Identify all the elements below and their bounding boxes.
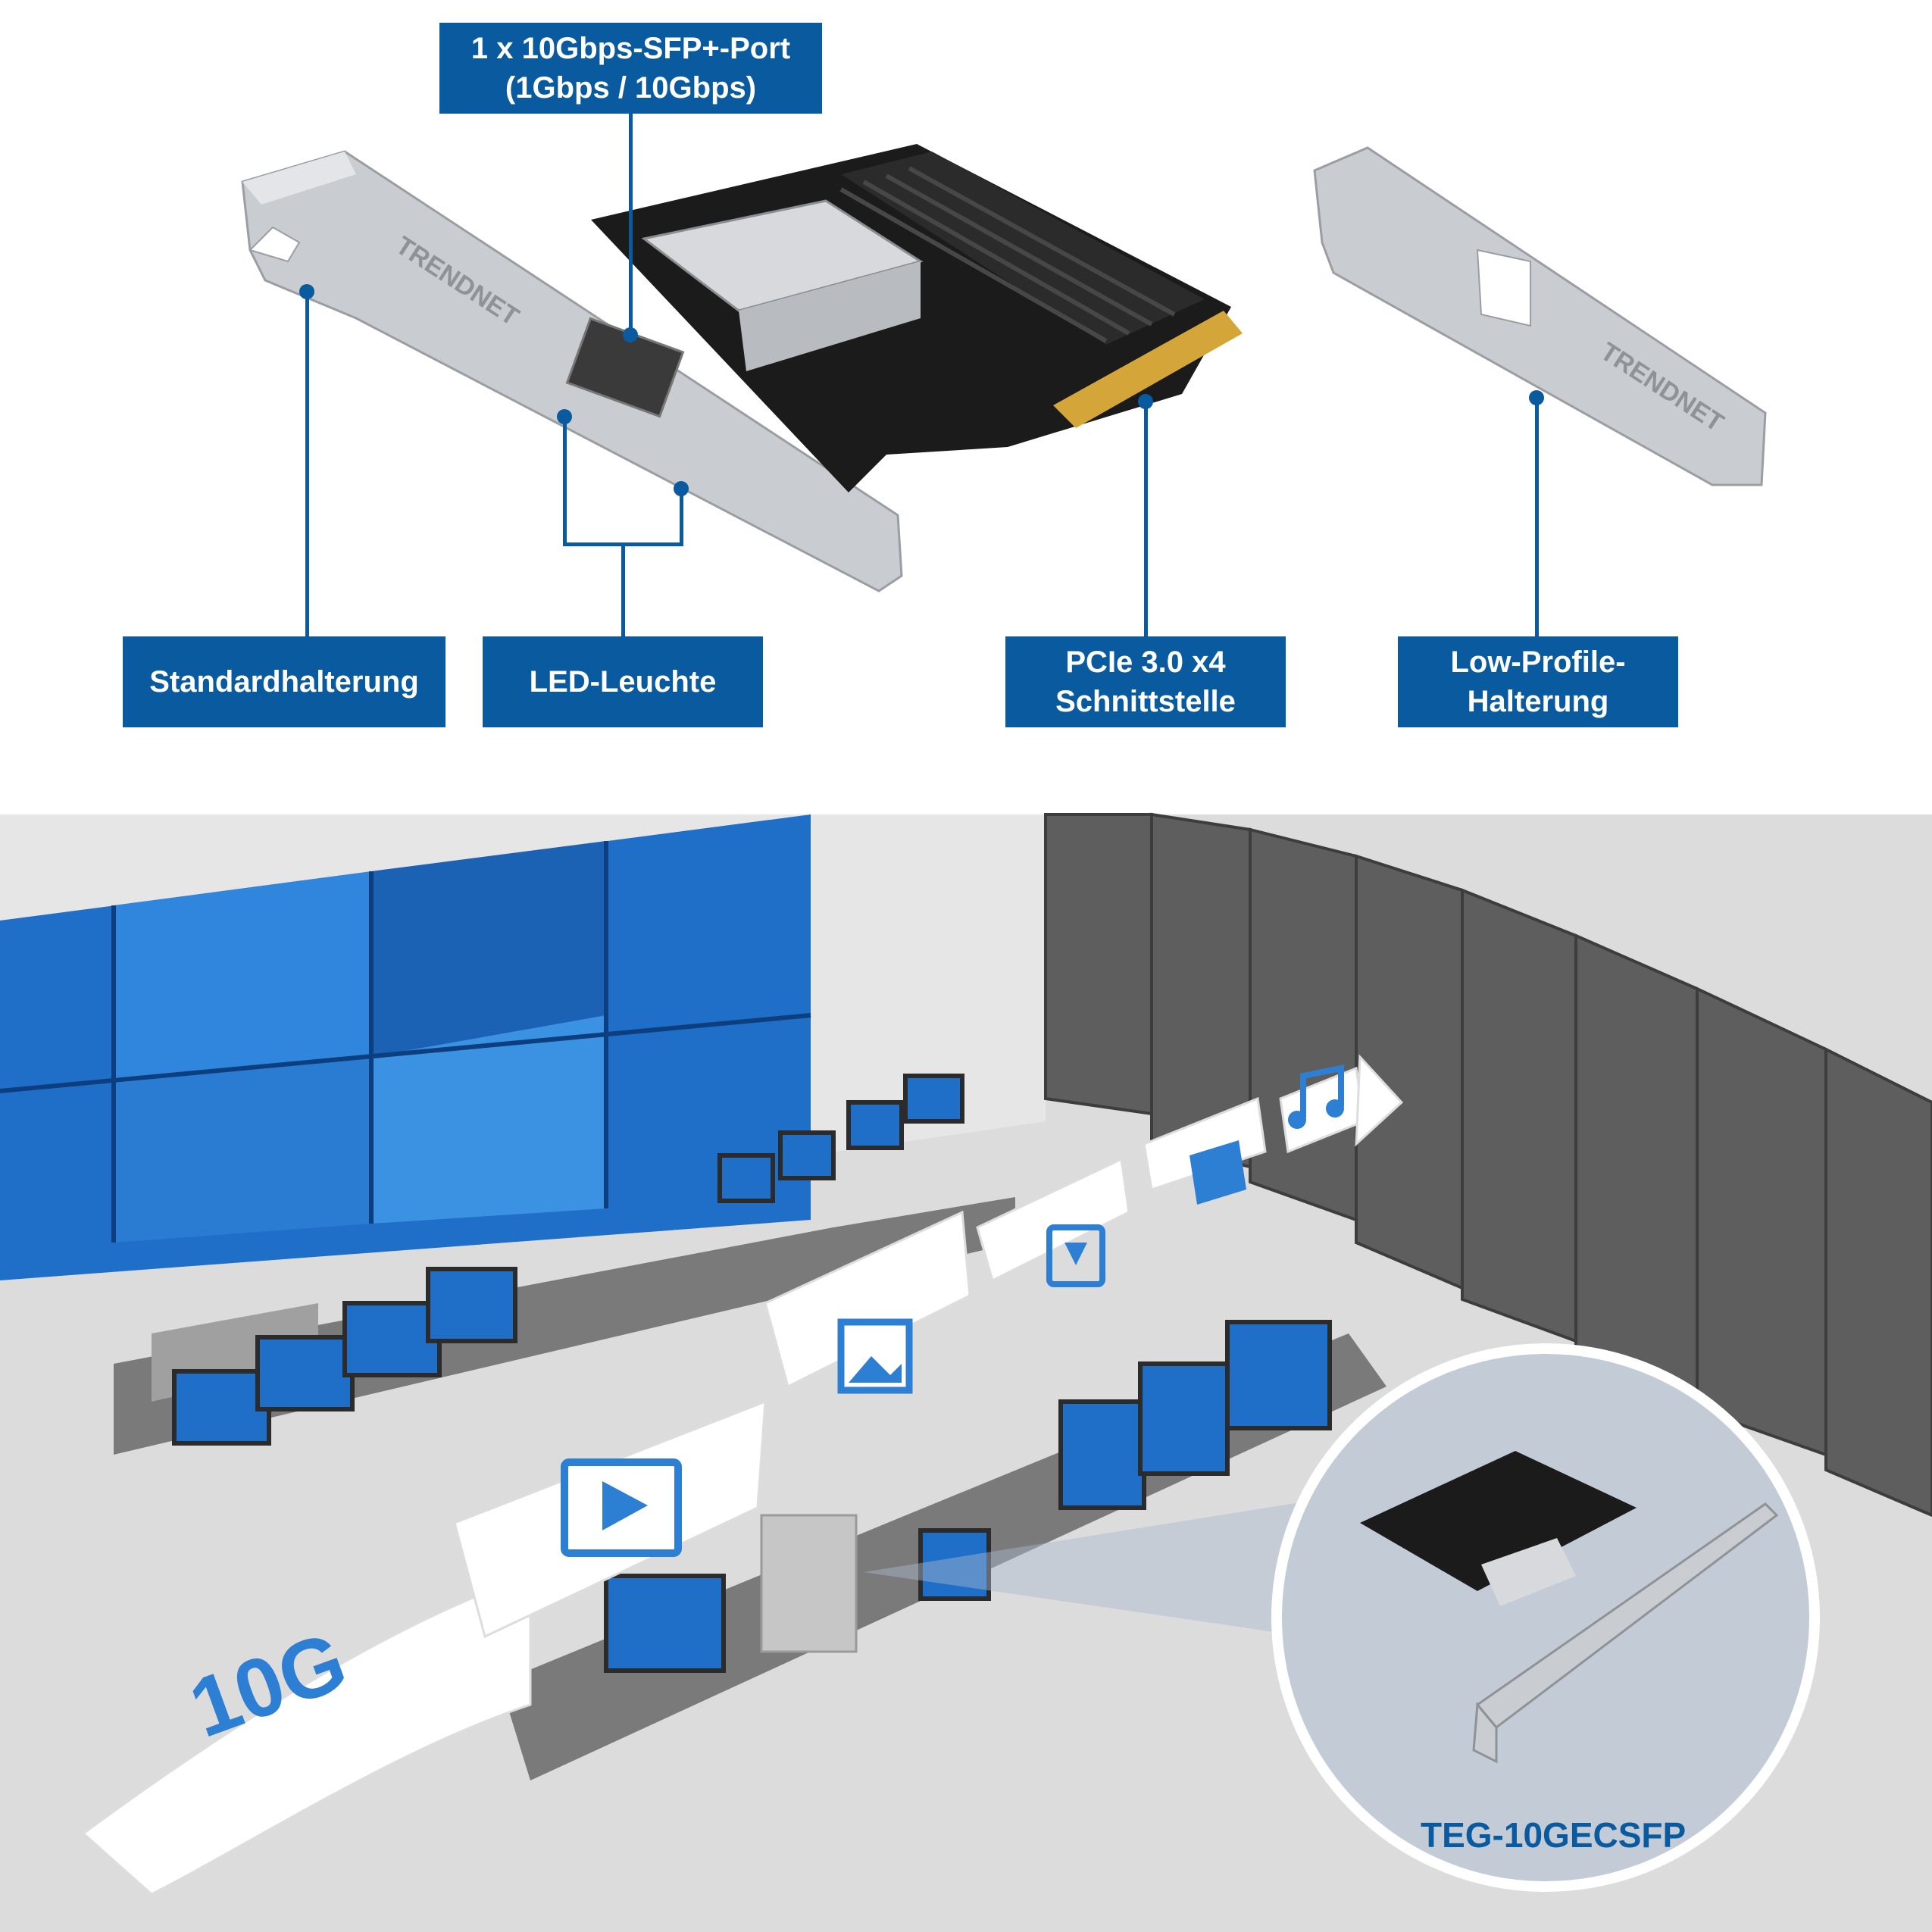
callout-low-profile-line1: Low-Profile-: [1450, 646, 1626, 679]
callout-sfp-port: 1 x 10Gbps-SFP+-Port (1Gbps / 10Gbps): [439, 23, 822, 114]
pc-tower: [760, 1514, 858, 1653]
model-name: TEG-10GECSFP: [1421, 1815, 1687, 1855]
video-icon: [561, 1458, 682, 1557]
download-icon: [1046, 1224, 1105, 1287]
callout-sfp-line1: 1 x 10Gbps-SFP+-Port: [470, 32, 791, 65]
callout-sfp-line2: (1Gbps / 10Gbps): [505, 71, 757, 105]
dot-pcie: [1138, 394, 1153, 409]
callout-pcie-line1: PCIe 3.0 x4: [1065, 646, 1226, 679]
callout-standard-bracket: Standardhalterung: [123, 636, 445, 727]
monitors: [172, 1074, 1332, 1673]
callout-pcie: PCIe 3.0 x4 Schnittstelle: [1005, 636, 1286, 727]
product-illustration: TRENDNET TRENDNET: [241, 144, 1767, 592]
leader-led-left: [563, 417, 567, 546]
zoom-circle: [1271, 1343, 1820, 1892]
callout-pcie-line2: Schnittstelle: [1055, 685, 1236, 718]
server-racks: [1044, 812, 1932, 1518]
dot-led-left: [557, 409, 572, 424]
image-icon: [837, 1318, 913, 1394]
heatsink: [839, 152, 1205, 345]
dot-led-right: [674, 481, 689, 496]
leader-led-right: [680, 489, 683, 546]
leader-pcie: [1144, 402, 1148, 640]
dot-standard: [299, 284, 314, 299]
leader-low-profile: [1535, 398, 1539, 640]
video-wall: [0, 814, 811, 1280]
dot-low-profile: [1529, 390, 1544, 405]
pcie-gold-fingers: [1053, 311, 1243, 428]
network-card: [591, 144, 1243, 492]
leader-led-down: [621, 542, 625, 641]
callout-led-text: LED-Leuchte: [529, 665, 717, 699]
dot-sfp: [623, 327, 638, 342]
callout-standard-text: Standardhalterung: [149, 665, 419, 699]
leader-sfp: [629, 114, 633, 333]
file-icon: [1190, 1140, 1246, 1205]
music-note-icon: [1288, 1064, 1344, 1129]
leader-standard: [305, 292, 309, 640]
callout-low-profile: Low-Profile- Halterung: [1398, 636, 1678, 727]
flow-arrow-head: [1355, 1054, 1404, 1147]
callout-led: LED-Leuchte: [483, 636, 763, 727]
callout-low-profile-line2: Halterung: [1467, 685, 1609, 718]
